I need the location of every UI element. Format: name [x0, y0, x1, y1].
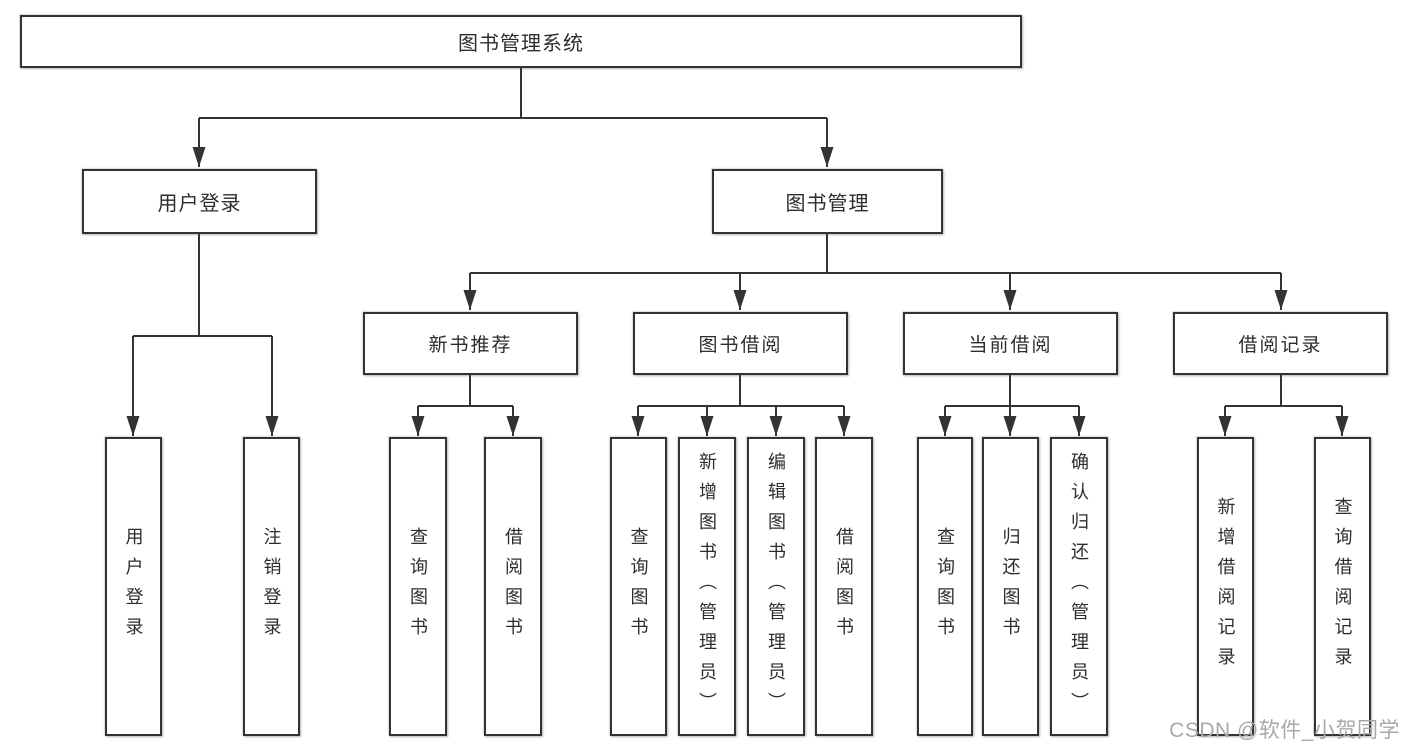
leaf-confirm-return-admin: 确认归还（管理员）	[1050, 437, 1108, 736]
leaf-query-books: 查询图书	[917, 437, 973, 736]
node-current-borrowing: 当前借阅	[903, 312, 1118, 375]
leaf-user-login: 用户登录	[105, 437, 162, 736]
leaf-query-books: 查询图书	[610, 437, 667, 736]
node-user-login: 用户登录	[82, 169, 317, 234]
leaf-query-books: 查询图书	[389, 437, 447, 736]
leaf-return-books: 归还图书	[982, 437, 1039, 736]
leaf-borrow-books: 借阅图书	[484, 437, 542, 736]
node-new-book-recommend: 新书推荐	[363, 312, 578, 375]
node-borrow-records: 借阅记录	[1173, 312, 1388, 375]
leaf-edit-books-admin: 编辑图书（管理员）	[747, 437, 805, 736]
node-book-borrowing: 图书借阅	[633, 312, 848, 375]
node-book-management: 图书管理	[712, 169, 943, 234]
node-root-system: 图书管理系统	[20, 15, 1022, 68]
leaf-logout: 注销登录	[243, 437, 300, 736]
leaf-add-books-admin: 新增图书（管理员）	[678, 437, 736, 736]
leaf-borrow-books: 借阅图书	[815, 437, 873, 736]
leaf-add-borrow-record: 新增借阅记录	[1197, 437, 1254, 736]
leaf-query-borrow-record: 查询借阅记录	[1314, 437, 1371, 736]
